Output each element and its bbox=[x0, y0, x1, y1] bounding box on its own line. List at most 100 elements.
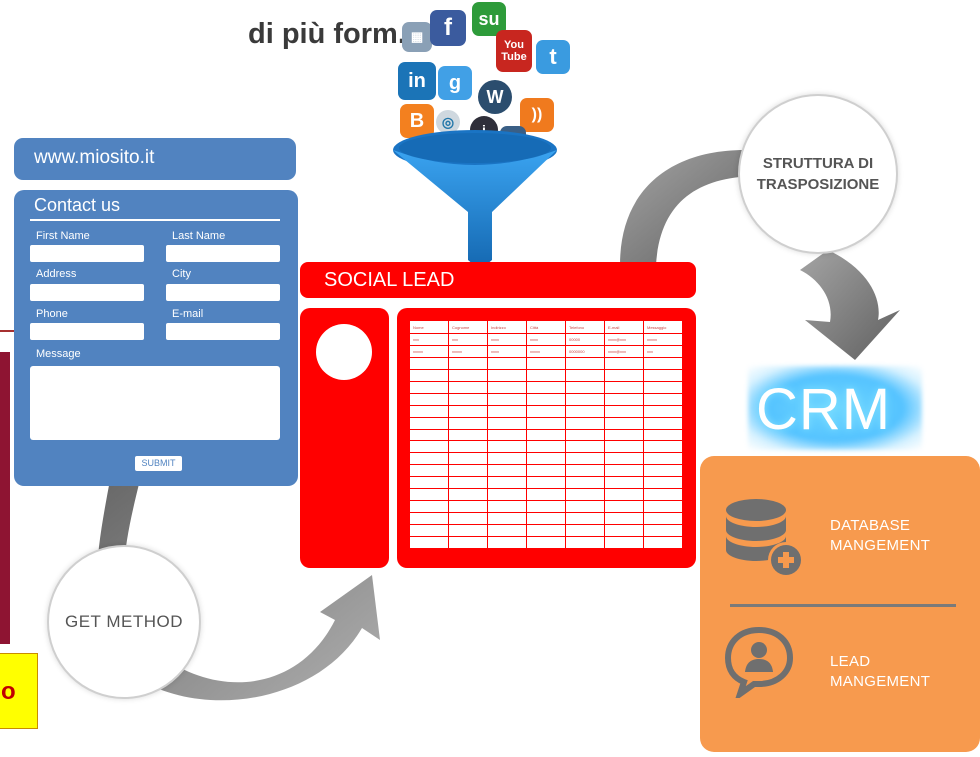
address-field[interactable] bbox=[30, 284, 144, 301]
left-maroon-bar bbox=[0, 352, 10, 644]
table-row bbox=[409, 404, 683, 418]
table-cell bbox=[448, 404, 488, 418]
table-cell bbox=[526, 535, 566, 550]
table-cell bbox=[526, 488, 566, 502]
table-row bbox=[409, 428, 683, 442]
table-cell bbox=[409, 440, 449, 454]
table-cell bbox=[448, 416, 488, 430]
table-cell bbox=[409, 428, 449, 442]
table-cell bbox=[448, 440, 488, 454]
table-cell bbox=[643, 380, 683, 394]
phone-label: Phone bbox=[36, 308, 68, 320]
linkedin-icon: in bbox=[398, 62, 436, 100]
table-cell bbox=[409, 380, 449, 394]
table-header-cell: Nome bbox=[409, 320, 449, 334]
table-cell bbox=[643, 368, 683, 382]
crm-divider bbox=[730, 604, 956, 607]
table-row bbox=[409, 476, 683, 490]
table-cell bbox=[409, 464, 449, 478]
phone-field[interactable] bbox=[30, 323, 144, 340]
table-cell bbox=[448, 464, 488, 478]
crm-glow bbox=[748, 366, 922, 450]
table-cell bbox=[565, 404, 605, 418]
table-cell bbox=[487, 392, 527, 406]
crm-label: CRM bbox=[756, 377, 892, 442]
table-cell bbox=[409, 535, 449, 550]
table-cell bbox=[643, 440, 683, 454]
table-cell bbox=[409, 452, 449, 466]
table-cell bbox=[448, 356, 488, 370]
table-cell bbox=[565, 392, 605, 406]
city-field[interactable] bbox=[166, 284, 280, 301]
struttura-line1: STRUTTURA DI bbox=[762, 155, 874, 172]
table-header-cell: Telefono bbox=[565, 320, 605, 334]
table-cell bbox=[526, 452, 566, 466]
table-row bbox=[409, 416, 683, 430]
blogger-icon: B bbox=[400, 104, 434, 138]
address-label: Address bbox=[36, 268, 77, 280]
table-cell bbox=[448, 500, 488, 514]
table-cell bbox=[487, 416, 527, 430]
stumbleupon-icon: su bbox=[472, 2, 506, 36]
table-cell: xxxxx bbox=[526, 344, 566, 358]
email-field[interactable] bbox=[166, 323, 280, 340]
delicious-icon: ◎ bbox=[436, 110, 460, 134]
table-cell bbox=[604, 440, 644, 454]
arrow-form-to-lead bbox=[96, 480, 380, 701]
message-label: Message bbox=[36, 348, 81, 360]
table-cell bbox=[487, 452, 527, 466]
table-cell bbox=[643, 452, 683, 466]
table-cell bbox=[526, 428, 566, 442]
table-cell bbox=[487, 535, 527, 550]
table-row bbox=[409, 488, 683, 502]
table-cell bbox=[604, 380, 644, 394]
table-cell bbox=[409, 500, 449, 514]
get-method-circle: GET METHOD bbox=[47, 545, 201, 699]
table-cell bbox=[643, 488, 683, 502]
table-cell: xxxxx bbox=[643, 333, 683, 346]
table-cell bbox=[604, 392, 644, 406]
message-field[interactable] bbox=[30, 366, 280, 440]
table-cell bbox=[409, 356, 449, 370]
last-name-field[interactable] bbox=[166, 245, 280, 262]
table-cell bbox=[409, 524, 449, 537]
table-cell bbox=[604, 452, 644, 466]
table-cell bbox=[565, 476, 605, 490]
social-lead-profile-panel bbox=[300, 308, 389, 568]
table-row bbox=[409, 500, 683, 514]
table-cell bbox=[526, 356, 566, 370]
table-row bbox=[409, 524, 683, 537]
table-cell bbox=[487, 524, 527, 537]
table-cell bbox=[448, 476, 488, 490]
table-cell bbox=[448, 428, 488, 442]
table-cell bbox=[448, 488, 488, 502]
table-cell bbox=[409, 512, 449, 525]
table-cell: xxxx bbox=[487, 333, 527, 346]
table-row bbox=[409, 368, 683, 382]
table-row bbox=[409, 356, 683, 370]
table-cell bbox=[526, 512, 566, 525]
table-cell bbox=[487, 476, 527, 490]
table-cell bbox=[604, 416, 644, 430]
struttura-circle: STRUTTURA DI TRASPOSIZIONE bbox=[738, 94, 898, 254]
table-cell bbox=[487, 380, 527, 394]
table-cell bbox=[526, 416, 566, 430]
social-lead-title: SOCIAL LEAD bbox=[324, 269, 455, 291]
submit-button[interactable]: SUBMIT bbox=[135, 456, 182, 471]
lead-line2: MANGEMENT bbox=[830, 673, 931, 690]
table-cell bbox=[565, 488, 605, 502]
url-text: www.miosito.it bbox=[34, 147, 155, 168]
table-cell bbox=[643, 464, 683, 478]
table-cell bbox=[604, 368, 644, 382]
table-cell bbox=[604, 512, 644, 525]
table-cell bbox=[526, 464, 566, 478]
struttura-line2: TRASPOSIZIONE bbox=[756, 176, 880, 193]
table-cell bbox=[487, 512, 527, 525]
table-cell bbox=[487, 356, 527, 370]
first-name-field[interactable] bbox=[30, 245, 144, 262]
table-row bbox=[409, 392, 683, 406]
